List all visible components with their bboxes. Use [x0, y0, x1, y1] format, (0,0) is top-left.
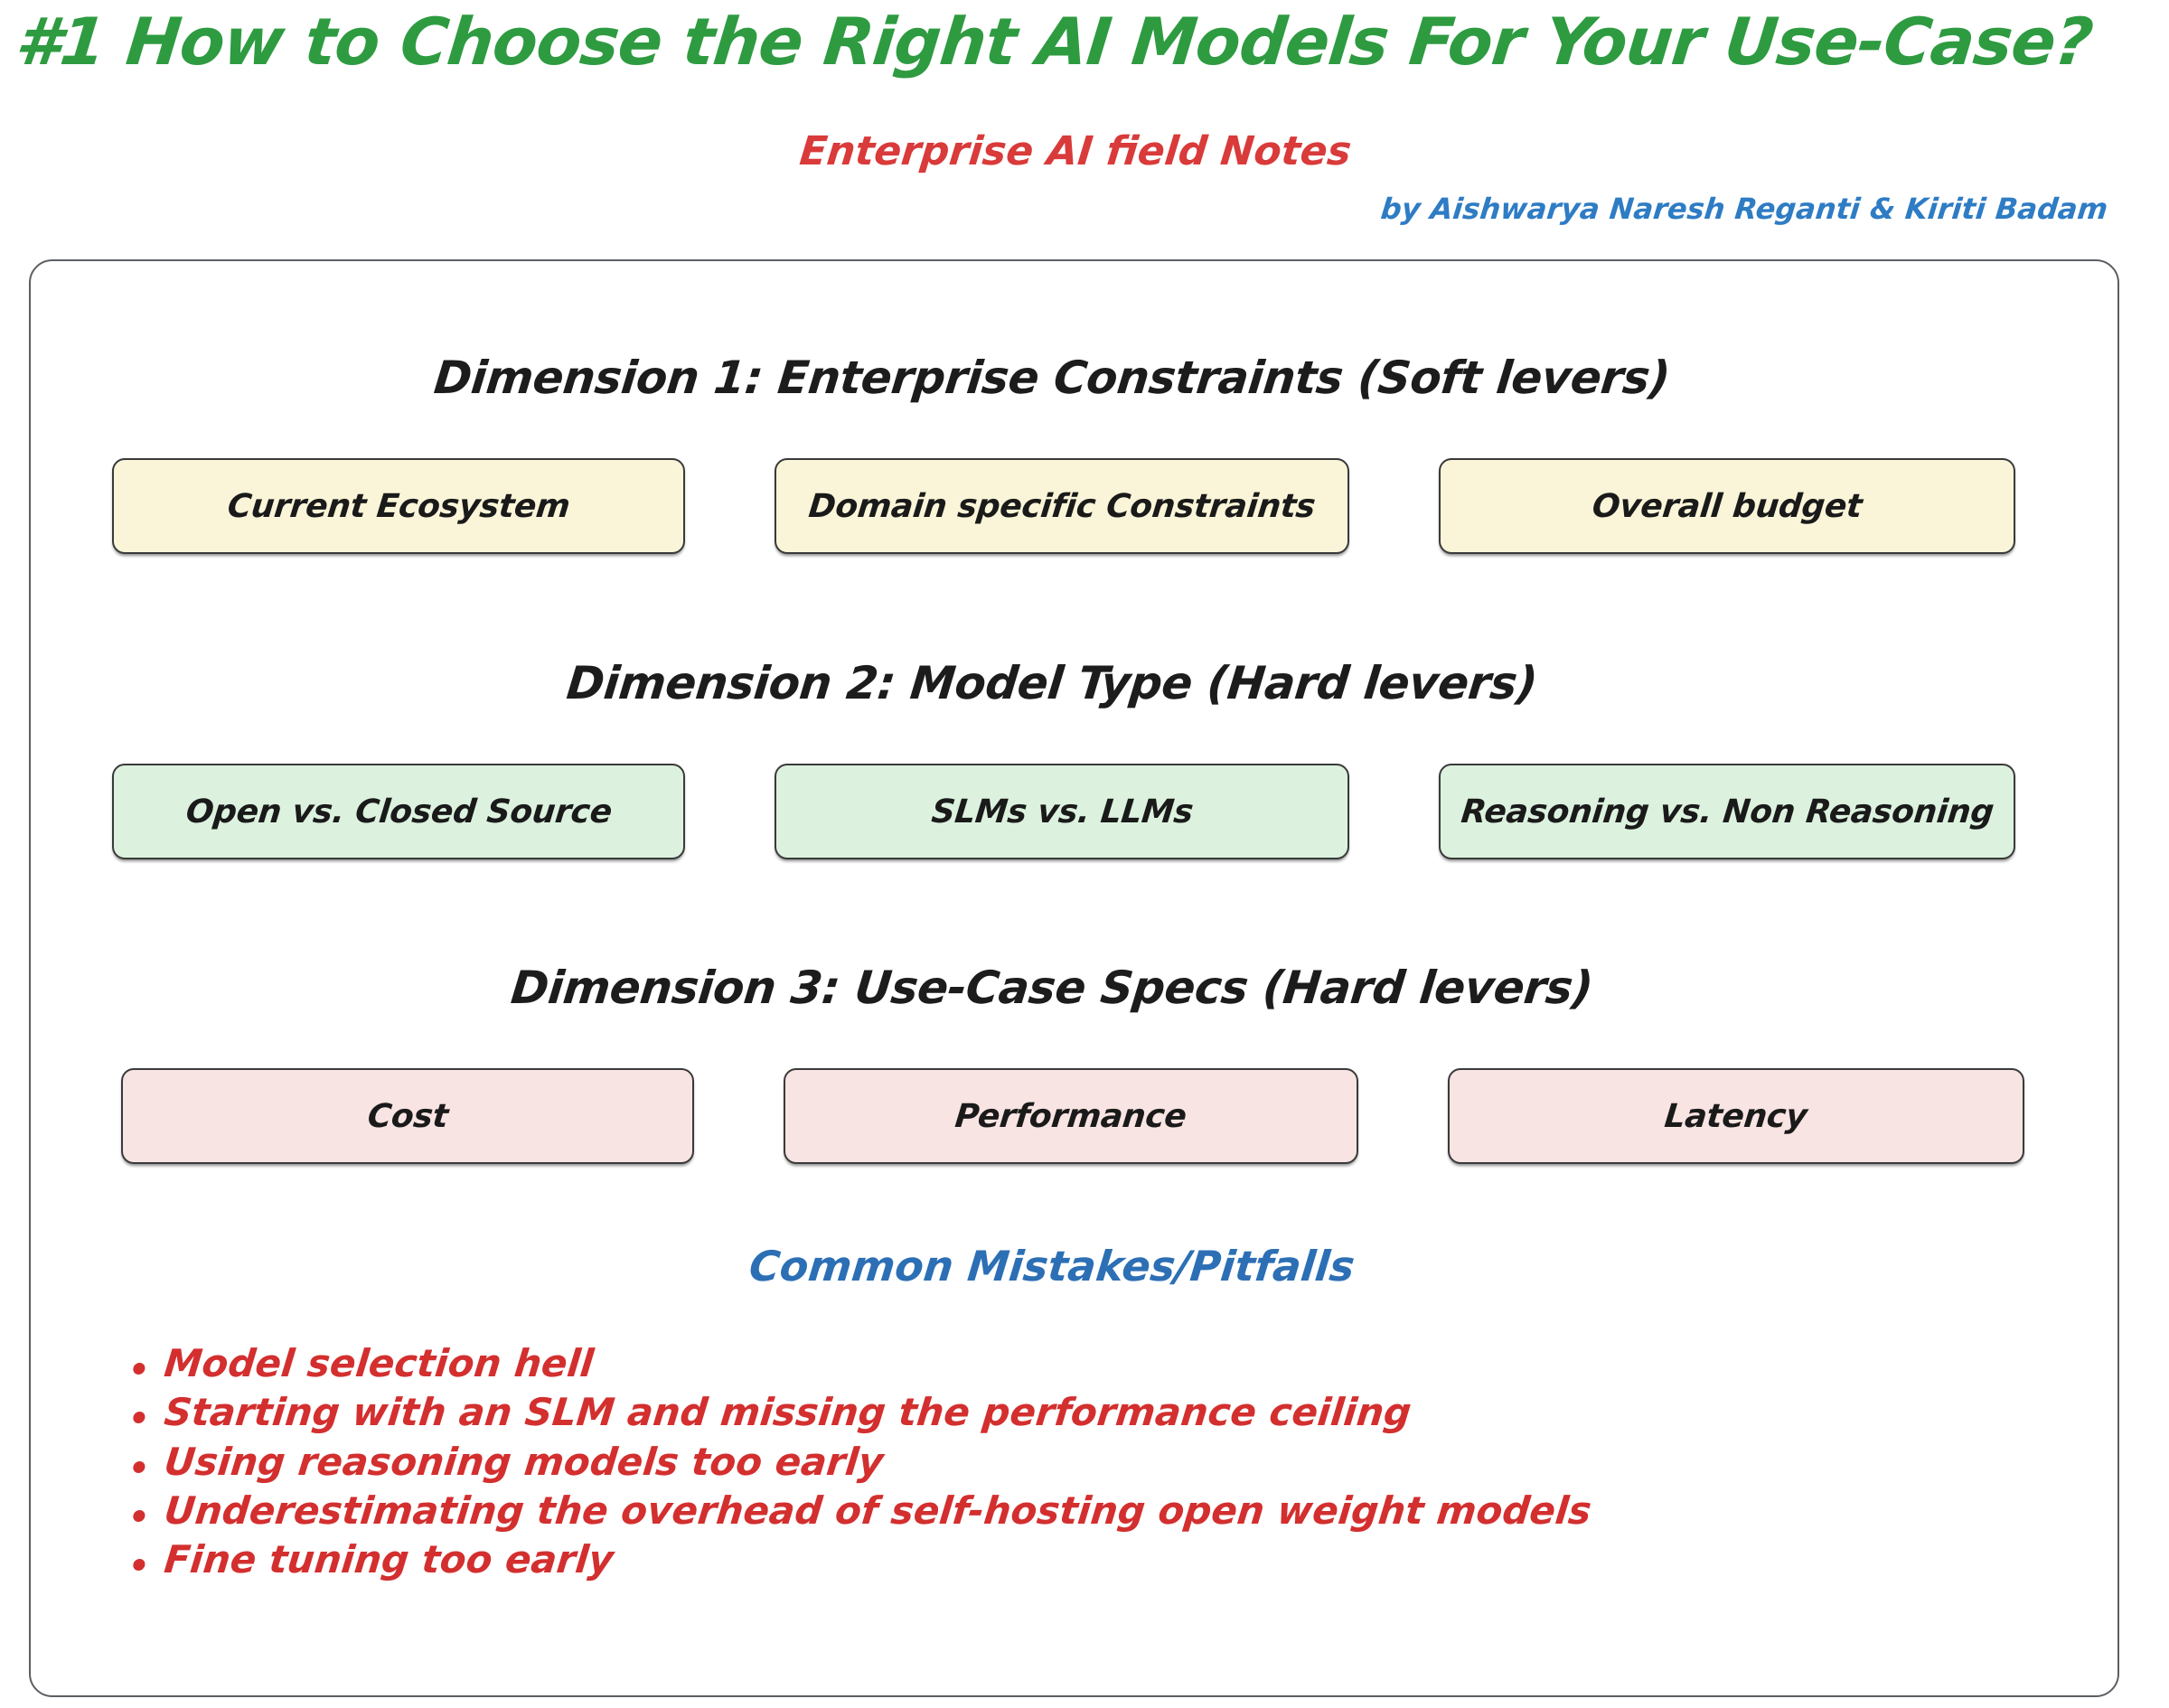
node-label: SLMs vs. LLMs — [929, 793, 1195, 831]
diagram-card: Dimension 1: Enterprise Constraints (Sof… — [29, 259, 2119, 1697]
node-performance[interactable]: Performance — [784, 1068, 1358, 1164]
node-label: Performance — [953, 1097, 1188, 1135]
header: #1 How to Choose the Right AI Models For… — [0, 0, 2169, 259]
pitfalls-title: Common Mistakes/Pitfalls — [746, 1242, 1357, 1290]
list-item: Model selection hell — [128, 1341, 1593, 1385]
node-label: Domain specific Constraints — [806, 487, 1318, 525]
node-domain-specific-constraints[interactable]: Domain specific Constraints — [775, 458, 1349, 554]
list-item: Starting with an SLM and missing the per… — [128, 1390, 1593, 1434]
node-label: Cost — [365, 1097, 450, 1135]
pitfalls-list: Model selection hell Starting with an SL… — [128, 1341, 1593, 1589]
node-slms-vs-llms[interactable]: SLMs vs. LLMs — [775, 764, 1349, 859]
node-label: Open vs. Closed Source — [183, 793, 614, 831]
node-overall-budget[interactable]: Overall budget — [1439, 458, 2015, 554]
dimension-2-box-row: Open vs. Closed Source SLMs vs. LLMs Rea… — [31, 764, 2121, 863]
list-item: Fine tuning too early — [128, 1537, 1593, 1581]
node-label: Latency — [1663, 1097, 1809, 1135]
dimension-3-title: Dimension 3: Use-Case Specs (Hard levers… — [508, 962, 1596, 1014]
dimension-1-title: Dimension 1: Enterprise Constraints (Sof… — [431, 352, 1673, 404]
node-current-ecosystem[interactable]: Current Ecosystem — [112, 458, 685, 554]
dimension-3-box-row: Cost Performance Latency — [31, 1068, 2121, 1168]
page-title: #1 How to Choose the Right AI Models For… — [12, 4, 2097, 80]
node-latency[interactable]: Latency — [1448, 1068, 2024, 1164]
dimension-1-box-row: Current Ecosystem Domain specific Constr… — [31, 458, 2121, 558]
list-item: Underestimating the overhead of self-hos… — [128, 1488, 1593, 1533]
node-label: Reasoning vs. Non Reasoning — [1459, 793, 1995, 831]
node-cost[interactable]: Cost — [121, 1068, 694, 1164]
page-subtitle: Enterprise AI field Notes — [797, 128, 1354, 174]
node-reasoning-vs-non-reasoning[interactable]: Reasoning vs. Non Reasoning — [1439, 764, 2015, 859]
node-open-vs-closed-source[interactable]: Open vs. Closed Source — [112, 764, 685, 859]
list-item: Using reasoning models too early — [128, 1440, 1593, 1484]
node-label: Current Ecosystem — [225, 487, 572, 525]
node-label: Overall budget — [1590, 487, 1864, 525]
author-byline: by Aishwarya Naresh Reganti & Kiriti Bad… — [1378, 192, 2109, 226]
dimension-2-title: Dimension 2: Model Type (Hard levers) — [564, 657, 1540, 709]
